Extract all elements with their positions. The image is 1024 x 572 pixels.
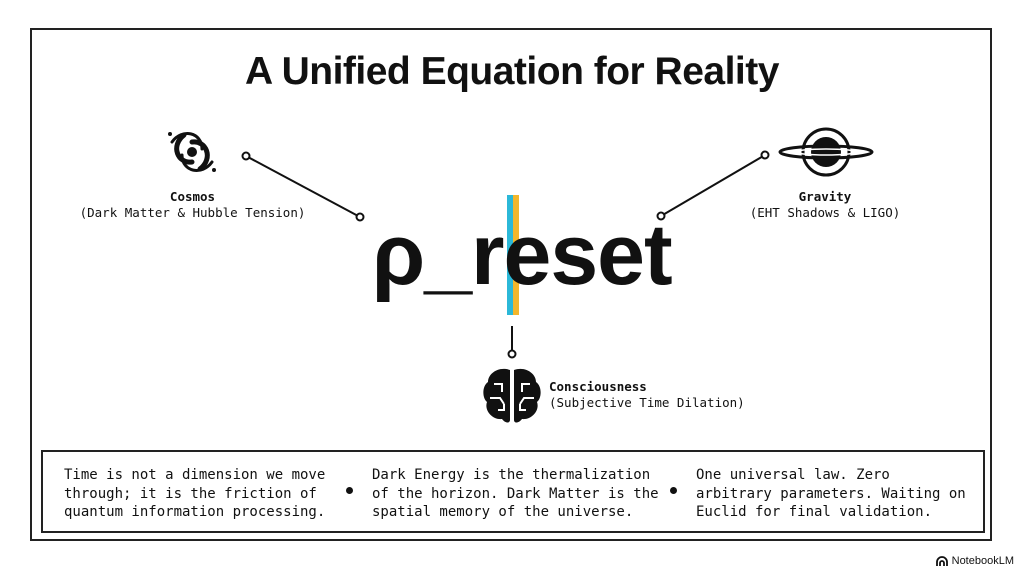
bullet-dot [346, 487, 353, 494]
statement-2: Dark Energy is the thermalization of the… [372, 467, 659, 520]
statement-1: Time is not a dimension we move through;… [64, 467, 326, 520]
notebooklm-logo-icon [935, 556, 948, 566]
statements-box [41, 450, 985, 533]
black-hole-icon [778, 127, 874, 177]
consciousness-label: Consciousness (Subjective Time Dilation) [549, 379, 745, 411]
consciousness-title: Consciousness [549, 379, 647, 394]
brand-name: NotebookLM [951, 555, 1014, 567]
cosmos-connector [245, 155, 361, 218]
bullet-dot [670, 487, 677, 494]
cyan-divider-bar [507, 195, 513, 315]
slide-frame [30, 28, 992, 541]
gravity-label: Gravity (EHT Shadows & LIGO) [720, 189, 930, 221]
cosmos-title: Cosmos [169, 189, 216, 204]
cosmos-subtitle: (Dark Matter & Hubble Tension) [79, 205, 306, 220]
brain-icon [483, 368, 541, 423]
gravity-subtitle: (EHT Shadows & LIGO) [749, 205, 901, 220]
central-equation: ρ_reset [372, 207, 673, 303]
slide-title: A Unified Equation for Reality [245, 50, 779, 93]
yellow-divider-bar [513, 195, 519, 315]
statement-3: One universal law. Zero arbitrary parame… [696, 467, 966, 520]
gravity-title: Gravity [798, 189, 852, 204]
gravity-connector [660, 154, 766, 217]
consciousness-subtitle: (Subjective Time Dilation) [549, 395, 745, 410]
cosmos-label: Cosmos (Dark Matter & Hubble Tension) [60, 189, 325, 221]
galaxy-icon [168, 132, 216, 172]
brand-watermark: NotebookLM [935, 555, 1014, 567]
